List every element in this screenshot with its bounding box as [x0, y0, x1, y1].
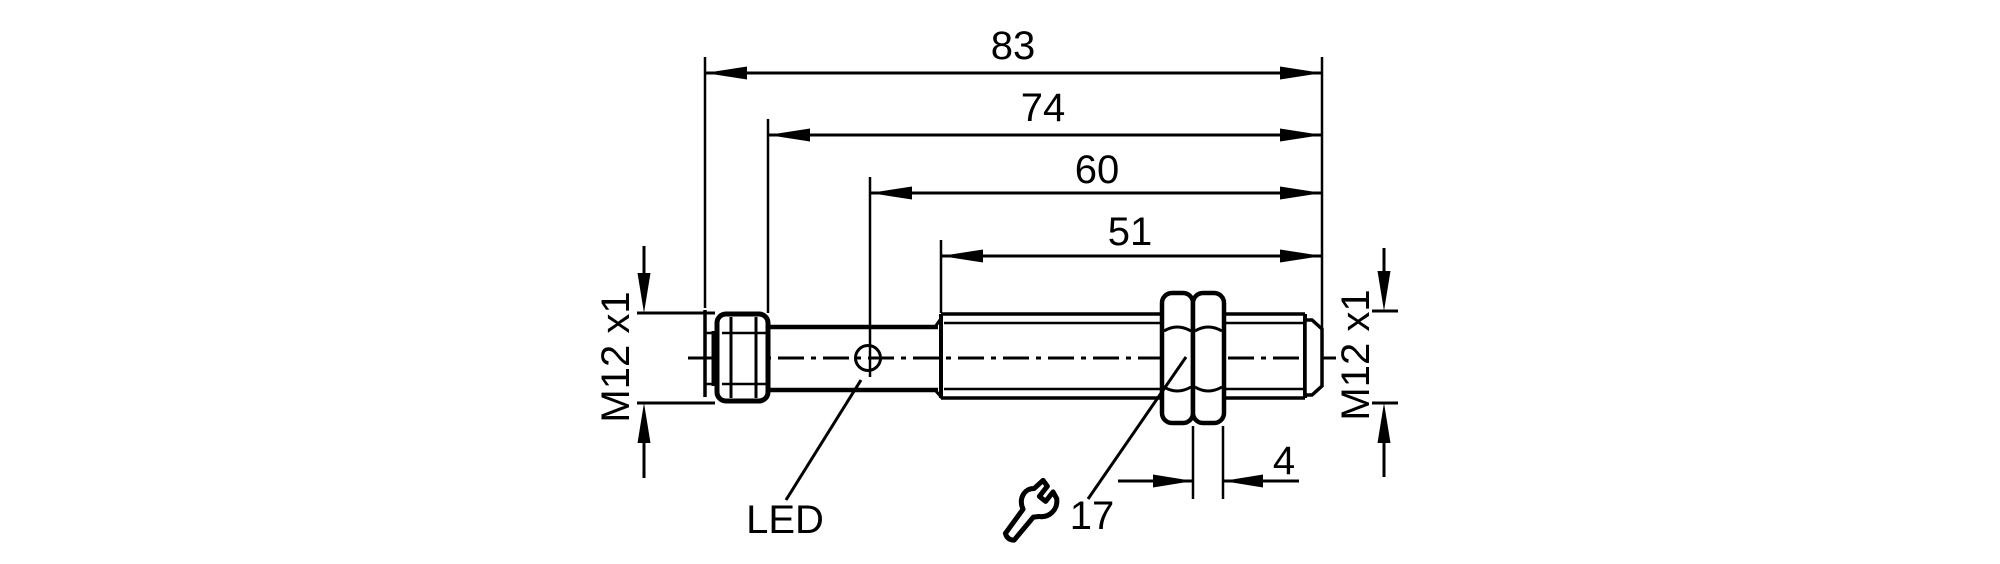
dimension-60 [868, 177, 1322, 377]
nut-width-label: 4 [1272, 439, 1296, 483]
sensor-body [688, 290, 1336, 426]
dimension-body-thread [1372, 248, 1398, 477]
wrench-size-label: 17 [1069, 494, 1115, 538]
led-label: LED [746, 498, 824, 542]
dimension-connector-thread [637, 246, 715, 478]
dimension-74 [766, 119, 1322, 313]
end-cap-face [1303, 318, 1324, 397]
dimension-label-60: 60 [1074, 148, 1120, 192]
connector-end [703, 310, 771, 404]
dimension-label-83: 83 [990, 24, 1036, 68]
led-indicator [854, 344, 882, 372]
nut-1 [1159, 290, 1196, 426]
wrench-leader-line [1086, 356, 1188, 500]
body-thread-label: M12 x1 [1334, 289, 1378, 421]
led-leader-line [784, 379, 863, 501]
dimension-51 [939, 240, 1322, 313]
end-cap [1303, 314, 1324, 398]
nut-2 [1190, 290, 1227, 426]
dimension-83 [703, 57, 1322, 308]
wrench-icon [1002, 477, 1060, 543]
mounting-nuts [1159, 290, 1227, 426]
threaded-section [939, 312, 1305, 400]
connector-thread-label: M12 x1 [594, 291, 638, 423]
dimension-nut-width [1118, 426, 1299, 499]
dimension-label-51: 51 [1107, 210, 1153, 254]
connector-collar [714, 311, 771, 404]
dimension-label-74: 74 [1020, 86, 1066, 130]
